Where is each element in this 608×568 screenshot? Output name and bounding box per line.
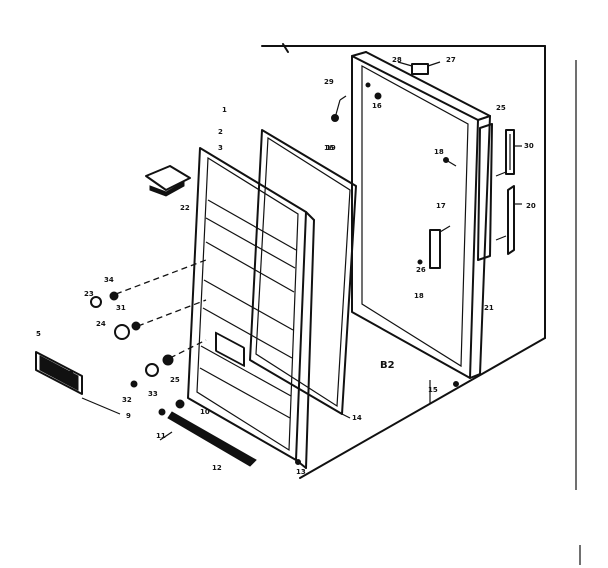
callout-3: 3 bbox=[218, 144, 223, 152]
callout-5: 5 bbox=[36, 330, 41, 338]
hinge-screw bbox=[331, 95, 347, 122]
callout-33: 33 bbox=[148, 390, 158, 398]
hardware-parts bbox=[90, 291, 459, 465]
callout-9: 9 bbox=[126, 412, 131, 420]
callout-16: 16 bbox=[372, 102, 382, 110]
butter-tray bbox=[145, 165, 191, 197]
callout-30: 30 bbox=[524, 142, 534, 150]
bottom-trim-strip bbox=[167, 411, 257, 467]
callout-11: 11 bbox=[156, 432, 166, 440]
callout-13: 13 bbox=[296, 468, 306, 476]
callout-12: 12 bbox=[212, 464, 222, 472]
outer-door-panel bbox=[351, 51, 491, 379]
door-handle-assembly bbox=[477, 123, 522, 261]
callout-31: 31 bbox=[116, 304, 126, 312]
callout-2: 2 bbox=[218, 128, 223, 136]
kick-plate-grille bbox=[35, 351, 83, 395]
cabinet-outline bbox=[261, 43, 581, 565]
callout-28: 28 bbox=[392, 56, 402, 64]
callout-32: 32 bbox=[122, 396, 132, 404]
callout-24: 24 bbox=[96, 320, 106, 328]
callout-26: 26 bbox=[416, 266, 426, 274]
leader-lines bbox=[81, 259, 431, 441]
top-hinge bbox=[365, 61, 441, 100]
callout-10: 10 bbox=[200, 408, 210, 416]
door-bracket bbox=[417, 157, 457, 269]
callout-14: 14 bbox=[352, 414, 362, 422]
callout-17: 17 bbox=[436, 202, 446, 210]
callout-23: 23 bbox=[84, 290, 94, 298]
inner-door-liner bbox=[187, 147, 315, 469]
callout-25: 25 bbox=[170, 376, 180, 384]
callout-16b: 16 bbox=[324, 144, 334, 152]
callout-18: 18 bbox=[434, 148, 444, 156]
section-label: B2 bbox=[380, 360, 395, 371]
callout-20: 20 bbox=[526, 202, 536, 210]
callout-29: 29 bbox=[324, 78, 334, 86]
callout-34: 34 bbox=[104, 276, 114, 284]
callout-27: 27 bbox=[446, 56, 456, 64]
callout-1: 1 bbox=[222, 106, 227, 114]
callout-19: 19 bbox=[326, 144, 336, 152]
callout-25b: 25 bbox=[496, 104, 506, 112]
callout-21: 21 bbox=[484, 304, 494, 312]
callout-labels: 1 2 3 5 9 10 11 12 13 14 15 16 17 18 19 … bbox=[36, 56, 536, 476]
callout-18b: 18 bbox=[414, 292, 424, 300]
callout-22: 22 bbox=[180, 204, 190, 212]
callout-15: 15 bbox=[428, 386, 438, 394]
